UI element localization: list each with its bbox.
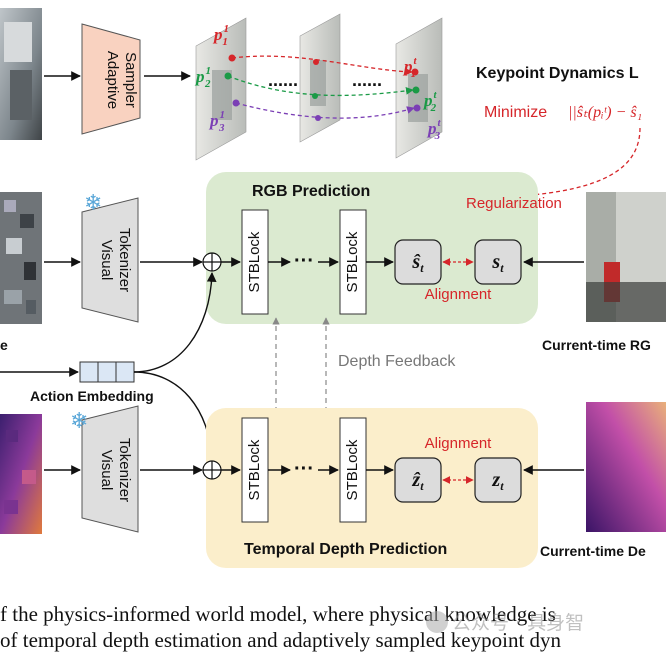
frames-ellipsis-2: ...... xyxy=(352,70,382,90)
sum-node-rgb xyxy=(202,252,222,272)
visual-tokenizer-depth: Visual Tokenizer xyxy=(81,405,139,533)
svg-text:st: st xyxy=(491,251,504,275)
frames-ellipsis-1: ...... xyxy=(268,70,298,90)
rgb-alignment-label: Alignment xyxy=(425,286,493,303)
sampler-label-1: Adaptive xyxy=(104,51,121,109)
tokenizer-depth-label-1: Visual xyxy=(98,450,115,491)
z-hat-node: ẑt xyxy=(394,457,442,503)
keypoint-2-trajectory xyxy=(227,75,414,97)
keypoint-3-mid xyxy=(315,115,321,121)
visual-tokenizer-rgb: Visual Tokenizer xyxy=(81,197,139,323)
stblock-label: STBLock xyxy=(246,231,263,292)
sampler-label-2: Sampler xyxy=(122,52,139,108)
depth-alignment-label: Alignment xyxy=(425,435,493,452)
snowflake-icon: ❄ xyxy=(70,409,88,434)
sampled-frame-3 xyxy=(395,17,443,159)
depth-blocks-ellipsis: ··· xyxy=(294,458,314,480)
stblock-label: STBLock xyxy=(344,231,361,292)
stblock-rgb-1: STBLock xyxy=(241,209,269,315)
input-frame-photo xyxy=(0,8,42,140)
keypoint-3-trajectory xyxy=(235,102,415,119)
svg-text:ẑt: ẑt xyxy=(411,469,424,493)
keypoint-1-trajectory xyxy=(231,55,413,76)
svg-text:zt: zt xyxy=(491,469,504,493)
z-node: zt xyxy=(474,457,522,503)
current-depth-label: Current-time De xyxy=(540,543,646,559)
tokenizer-rgb-label-1: Visual xyxy=(98,240,115,281)
watermark: 公众号 · 具身智 xyxy=(426,608,584,635)
regularization-label: Regularization xyxy=(466,195,562,212)
stblock-depth-2: STBLock xyxy=(339,417,367,523)
left-fragment-label: e xyxy=(0,337,8,353)
current-rgb-frame xyxy=(586,192,666,322)
keypoint-2-end xyxy=(412,86,420,94)
s-node: st xyxy=(474,239,522,285)
watermark-text: 公众号 · 具身智 xyxy=(452,612,585,634)
keypoint-1-start xyxy=(228,54,236,62)
current-depth-frame xyxy=(586,402,666,532)
stblock-label: STBLock xyxy=(246,439,263,500)
sampled-frame-1 xyxy=(195,17,247,161)
rgb-prediction-panel xyxy=(206,172,538,324)
depth-prediction-title: Temporal Depth Prediction xyxy=(244,541,447,558)
keypoint-loss-title: Keypoint Dynamics L xyxy=(476,65,639,82)
keypoint-1-mid xyxy=(313,59,319,65)
s-hat-node: ŝt xyxy=(394,239,442,285)
rgb-prediction-title: RGB Prediction xyxy=(252,183,370,200)
caption-line-2: of temporal depth estimation and adaptiv… xyxy=(0,628,562,652)
action-embedding-block xyxy=(79,361,135,383)
sum-node-depth xyxy=(202,460,222,480)
depth-feedback-label: Depth Feedback xyxy=(338,353,456,370)
tokenizer-rgb-label-2: Tokenizer xyxy=(116,228,133,292)
action-embedding-label: Action Embedding xyxy=(30,388,154,404)
depth-input-frame xyxy=(0,414,42,534)
rgb-blocks-ellipsis: ··· xyxy=(294,250,314,272)
minimize-label: Minimize xyxy=(484,104,547,121)
depth-prediction-panel xyxy=(206,408,538,568)
svg-text:ŝt: ŝt xyxy=(411,251,424,275)
rgb-input-frame xyxy=(0,192,42,324)
adaptive-sampler: Adaptive Sampler xyxy=(81,23,141,135)
action-to-depth-sum xyxy=(133,371,217,462)
stblock-depth-1: STBLock xyxy=(241,417,269,523)
keypoint-3-start xyxy=(232,99,240,107)
sampled-frame-2 xyxy=(299,13,341,143)
keypoint-3-end xyxy=(413,104,421,112)
wechat-icon xyxy=(426,611,448,633)
stblock-rgb-2: STBLock xyxy=(339,209,367,315)
snowflake-icon: ❄ xyxy=(84,191,102,216)
keypoint-2-mid xyxy=(312,93,318,99)
keypoint-loss-formula: ||ŝₜ(pᵢᵗ) − ŝ₁ xyxy=(568,104,642,121)
keypoint-2-start xyxy=(224,72,232,80)
action-to-rgb-sum xyxy=(133,272,217,373)
stblock-label: STBLock xyxy=(344,439,361,500)
keypoint-1-end xyxy=(411,68,419,76)
current-rgb-label: Current-time RG xyxy=(542,337,651,353)
tokenizer-depth-label-2: Tokenizer xyxy=(116,438,133,502)
caption-line-1: f the physics-informed world model, wher… xyxy=(0,602,556,626)
